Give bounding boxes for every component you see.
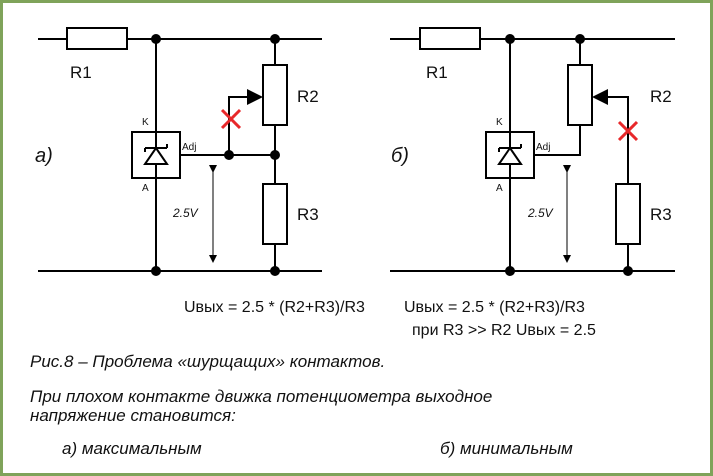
resistor-r3-a (262, 183, 288, 245)
variant-label-a: а) (35, 145, 53, 167)
resistor-r3-b (615, 183, 641, 245)
resistor-r1-a (66, 27, 128, 50)
junction-dot (505, 266, 515, 276)
caption-option-a: а) максимальным (62, 439, 202, 458)
pin-k-a: K (142, 117, 149, 128)
pin-adj-a: Adj (182, 142, 196, 153)
junction-dot (505, 34, 515, 44)
wiper-a (228, 89, 263, 155)
junction-dot (270, 150, 280, 160)
junction-dot (575, 34, 585, 44)
fault-cross-icon-a (220, 108, 242, 130)
caption-line-2: напряжение становится: (30, 406, 236, 425)
label-r2-a: R2 (297, 87, 319, 106)
formula-note-b: при R3 >> R2 Uвых = 2.5 (412, 322, 596, 339)
wiper-b (592, 89, 629, 184)
label-r2-b: R2 (650, 87, 672, 106)
junction-dot (623, 266, 633, 276)
label-r1-b: R1 (426, 63, 448, 82)
label-r3-b: R3 (650, 205, 672, 224)
resistor-r1-b (419, 27, 481, 50)
potentiometer-r2-b (567, 64, 593, 126)
variant-label-b: б) (391, 145, 409, 167)
pin-adj-b: Adj (536, 142, 550, 153)
adj-wire-b (534, 125, 581, 156)
junction-dot (270, 266, 280, 276)
formula-a: Uвых = 2.5 * (R2+R3)/R3 (184, 299, 365, 316)
pin-k-b: K (496, 117, 503, 128)
junction-dot (151, 266, 161, 276)
junction-dot (224, 150, 234, 160)
fault-cross-icon-b (617, 120, 639, 142)
junction-dot (151, 34, 161, 44)
junction-dot (270, 34, 280, 44)
voltage-label-a: 2.5V (172, 206, 199, 220)
label-r1-a: R1 (70, 63, 92, 82)
formula-b: Uвых = 2.5 * (R2+R3)/R3 (404, 299, 585, 316)
potentiometer-r2-a (262, 64, 288, 126)
figure-caption-title: Рис.8 – Проблема «шурщащих» контактов. (30, 352, 386, 371)
voltage-label-b: 2.5V (527, 206, 554, 220)
caption-option-b: б) минимальным (440, 439, 573, 458)
pin-a-b: A (496, 183, 503, 194)
pin-a-a: A (142, 183, 149, 194)
caption-line-1: При плохом контакте движка потенциометра… (30, 387, 493, 406)
label-r3-a: R3 (297, 205, 319, 224)
